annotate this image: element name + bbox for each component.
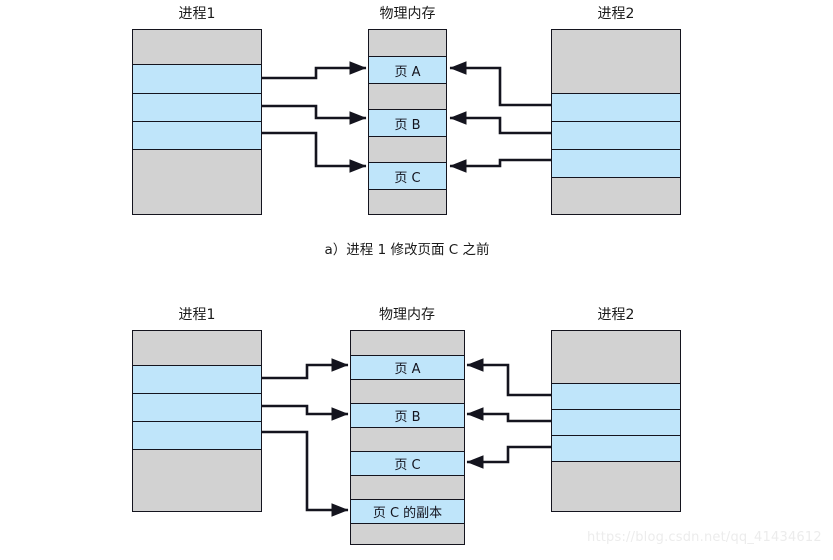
table-row xyxy=(133,393,261,421)
table-row: 页 C xyxy=(351,451,464,475)
table-row xyxy=(552,383,680,409)
table-row: 页 B xyxy=(351,403,464,427)
physical-memory-column-bottom: 页 A 页 B 页 C 页 C 的副本 xyxy=(350,330,465,545)
table-row xyxy=(351,475,464,499)
table-row xyxy=(552,149,680,177)
table-row xyxy=(552,30,680,93)
process2-column-top xyxy=(551,29,681,215)
title-process1-bottom: 进程1 xyxy=(178,307,216,323)
table-row: 页 C xyxy=(369,162,446,189)
table-row xyxy=(369,83,446,109)
table-row xyxy=(552,93,680,121)
arrow-p2-to-pageA-top xyxy=(449,61,551,107)
table-row xyxy=(552,435,680,461)
table-row xyxy=(552,177,680,213)
table-row: 页 A xyxy=(351,355,464,379)
arrow-p2-to-pageB-top xyxy=(449,111,551,135)
title-process2-bottom: 进程2 xyxy=(597,307,635,323)
arrow-p2-to-pageB-bottom xyxy=(466,407,551,423)
table-row xyxy=(133,449,261,510)
caption-diagram-a: a）进程 1 修改页面 C 之前 xyxy=(324,242,490,258)
table-row xyxy=(351,427,464,451)
table-row xyxy=(133,93,261,121)
table-row xyxy=(133,331,261,365)
table-row xyxy=(552,461,680,510)
table-row xyxy=(133,30,261,64)
table-row xyxy=(351,523,464,544)
arrow-p2-to-pageC-bottom xyxy=(466,445,551,469)
table-row xyxy=(133,149,261,213)
title-physical-memory-bottom: 物理内存 xyxy=(379,307,435,323)
watermark-text: https://blog.csdn.net/qq_41434612 xyxy=(587,530,822,545)
table-row: 页 C 的副本 xyxy=(351,499,464,523)
title-physical-memory-top: 物理内存 xyxy=(379,6,436,22)
table-row: 页 B xyxy=(369,109,446,136)
process2-column-bottom xyxy=(551,330,681,512)
arrow-p2-to-pageC-top xyxy=(449,158,551,173)
table-row xyxy=(369,189,446,213)
arrow-p1-to-pageC-top xyxy=(262,131,367,173)
table-row xyxy=(133,421,261,449)
arrow-p1-to-pageA-bottom xyxy=(262,358,349,380)
table-row xyxy=(351,331,464,355)
title-process2-top: 进程2 xyxy=(597,6,635,22)
arrow-p2-to-pageA-bottom xyxy=(466,358,551,397)
process1-column-top xyxy=(132,29,262,215)
physical-memory-column-top: 页 A 页 B 页 C xyxy=(368,29,447,215)
table-row xyxy=(133,64,261,93)
table-row xyxy=(369,30,446,56)
title-process1-top: 进程1 xyxy=(178,6,216,22)
table-row: 页 A xyxy=(369,56,446,83)
process1-column-bottom xyxy=(132,330,262,512)
arrow-p1-to-pageB-top xyxy=(262,104,367,125)
arrow-p1-to-pageB-bottom xyxy=(262,404,349,421)
arrow-p1-to-pageA-top xyxy=(262,61,367,80)
table-row xyxy=(351,379,464,403)
table-row xyxy=(552,331,680,383)
table-row xyxy=(133,365,261,393)
arrow-p1-to-pageCcopy-bottom xyxy=(262,430,349,517)
table-row xyxy=(133,121,261,149)
table-row xyxy=(552,121,680,149)
table-row xyxy=(552,409,680,435)
table-row xyxy=(369,136,446,162)
